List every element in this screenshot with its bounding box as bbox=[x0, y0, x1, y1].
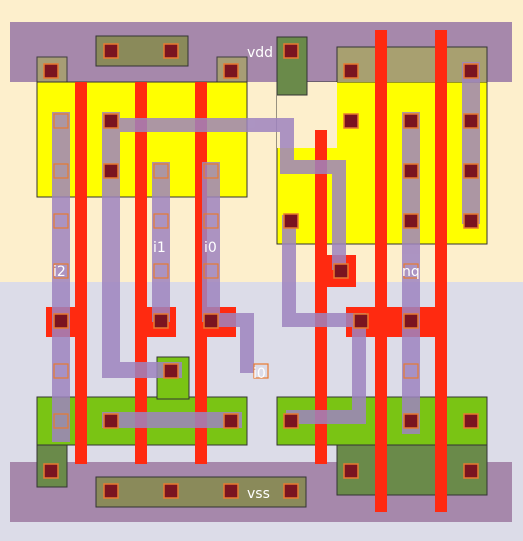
metal1-routing bbox=[52, 62, 480, 442]
i1-label: i1 bbox=[153, 240, 166, 256]
contact-outlines bbox=[53, 113, 419, 429]
i0-label: i0 bbox=[204, 240, 217, 256]
vdd-label: vdd bbox=[247, 45, 273, 61]
i2-label: i2 bbox=[53, 264, 66, 280]
vss-strap bbox=[95, 476, 307, 508]
i0-pin-label: i0 bbox=[253, 366, 266, 382]
nq-label: nq bbox=[402, 264, 420, 280]
vss-label: vss bbox=[247, 486, 270, 502]
contacts bbox=[43, 43, 479, 499]
